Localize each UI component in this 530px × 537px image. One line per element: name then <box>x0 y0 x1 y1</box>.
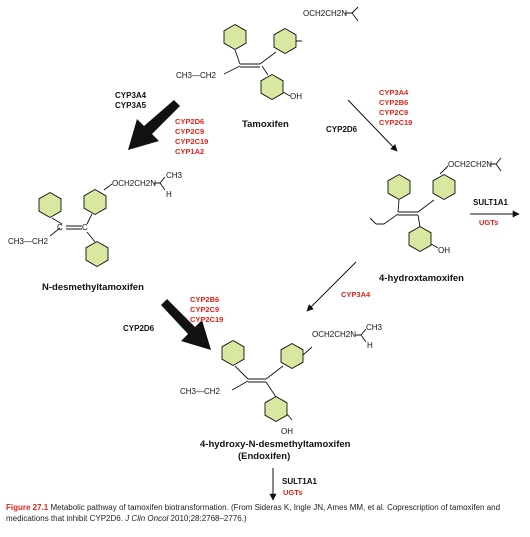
enzyme-label: CYP3A4 <box>341 290 371 299</box>
enzyme-label: CYP3A5 <box>115 101 147 110</box>
hydroxyl-label: OH <box>281 427 293 436</box>
tamoxifen-name: Tamoxifen <box>242 119 289 130</box>
ring <box>38 191 62 219</box>
hydroxyl-label: OH <box>290 92 302 101</box>
ring <box>432 173 456 201</box>
reaction-arrow <box>347 99 398 152</box>
enzyme-label: CYP2C9 <box>379 108 408 117</box>
enzyme-label: CYP2C9 <box>190 305 219 314</box>
enzyme-label: CYP2C9 <box>175 127 204 136</box>
enzyme-label: UGTs <box>479 218 498 227</box>
reaction-arrow <box>306 261 357 312</box>
caption-journal: J Clin Oncol <box>125 513 169 523</box>
enzyme-label: UGTs <box>283 488 302 497</box>
n-substituent-bonds <box>355 328 367 343</box>
bonds <box>49 183 113 243</box>
side-chain-label: OCH2CH2N <box>112 179 156 188</box>
enzymes-a4: CYP3A4 <box>341 290 371 299</box>
hydrogen-label: H <box>367 341 373 350</box>
enzymes-a3: SULT1A1 UGTs <box>473 198 509 227</box>
enzyme-label: CYP2D6 <box>123 324 155 333</box>
hydroxyl-label: OH <box>438 246 450 255</box>
n-desmethyltamoxifen-structure: C C OCH2CH2N CH3 H CH3—CH2 <box>8 171 183 268</box>
side-chain-label: OCH2CH2N <box>303 9 347 18</box>
enzymes-a1: CYP3A4 CYP3A5 CYP2D6 CYP2C9 CYP2C19 CYP1… <box>115 91 208 156</box>
major-pathway-arrow <box>128 100 180 150</box>
n-desmethyltamoxifen-name: N-desmethyltamoxifen <box>42 282 144 293</box>
enzymes-a6: SULT1A1 UGTs <box>282 477 318 497</box>
enzyme-label: CYP2D6 <box>175 117 204 126</box>
ring <box>223 23 247 51</box>
tamoxifen-structure: OCH2CH2N CH3—CH2 OH <box>176 6 359 101</box>
endoxifen-name-line1: 4-hydroxy-N-desmethyltamoxifen <box>200 439 351 450</box>
ring <box>221 339 245 367</box>
4-hydroxytamoxifen-name: 4-hydroxtamoxifen <box>379 273 464 284</box>
ethyl-label: CH3—CH2 <box>180 387 221 396</box>
enzyme-label: CYP2C19 <box>379 118 412 127</box>
side-chain-label: OCH2CH2N <box>312 330 356 339</box>
bonds <box>223 40 302 97</box>
enzyme-label: CYP2B6 <box>379 98 408 107</box>
ring <box>83 188 107 216</box>
figure-caption: Figure 27.1 Metabolic pathway of tamoxif… <box>6 503 526 524</box>
carbon-label: C <box>82 223 88 232</box>
side-chain-label: OCH2CH2N <box>448 160 492 169</box>
ring <box>280 342 304 370</box>
enzyme-label: SULT1A1 <box>282 477 318 486</box>
isopropyl-bonds <box>345 6 359 22</box>
bonds <box>231 346 313 421</box>
carbon-label: C <box>57 223 63 232</box>
ring <box>260 73 284 101</box>
ring <box>264 395 288 423</box>
enzyme-label: CYP2B6 <box>190 295 219 304</box>
methyl-label: CH3 <box>366 323 383 332</box>
n-substituent-bonds <box>154 176 166 191</box>
isopropyl-bonds <box>490 157 502 172</box>
4-hydroxytamoxifen-structure: OCH2CH2N OH <box>369 157 502 255</box>
ring <box>273 27 297 55</box>
ring <box>408 225 432 253</box>
enzyme-label: CYP3A4 <box>115 91 147 100</box>
enzyme-label: CYP1A2 <box>175 147 204 156</box>
ring <box>387 173 411 201</box>
methyl-label: CH3 <box>166 171 183 180</box>
hydrogen-label: H <box>166 190 172 199</box>
caption-text: Metabolic pathway of tamoxifen biotransf… <box>6 503 501 523</box>
bonds <box>369 165 449 249</box>
endoxifen-name-line2: (Endoxifen) <box>238 451 290 462</box>
major-pathway-arrow <box>161 299 211 350</box>
enzyme-label: CYP3A4 <box>379 88 409 97</box>
enzyme-label: CYP2D6 <box>326 125 358 134</box>
endoxifen-structure: OCH2CH2N CH3 H CH3—CH2 OH <box>180 323 383 436</box>
enzyme-label: SULT1A1 <box>473 198 509 207</box>
enzyme-label: CYP2C19 <box>190 315 223 324</box>
ethyl-label: CH3—CH2 <box>8 237 49 246</box>
ring <box>85 240 109 268</box>
ethyl-label: CH3—CH2 <box>176 71 217 80</box>
enzymes-a5: CYP2B6 CYP2C9 CYP2C19 CYP2D6 <box>123 295 223 333</box>
caption-citation: 2010;28:2768–2776.) <box>170 513 247 523</box>
figure-number: Figure 27.1 <box>6 503 49 512</box>
enzyme-label: CYP2C19 <box>175 137 208 146</box>
enzymes-a2: CYP3A4 CYP2B6 CYP2C9 CYP2C19 CYP2D6 <box>326 88 412 134</box>
